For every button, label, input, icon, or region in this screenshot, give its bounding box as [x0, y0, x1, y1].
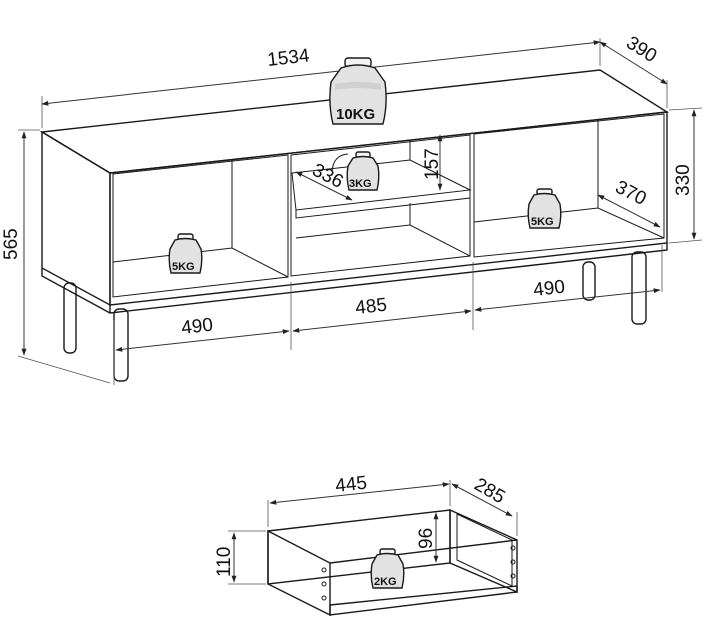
leg-front-right	[631, 251, 647, 325]
drawer	[267, 508, 518, 617]
weight-drawer-label: 2KG	[374, 576, 397, 588]
dim-depth-label: 390	[622, 32, 660, 67]
weight-left-compartment-label: 5KG	[172, 261, 195, 273]
weight-middle-shelf-label: 3KG	[349, 178, 372, 190]
leg-front-left	[113, 308, 129, 382]
drawer-side-panel	[449, 508, 518, 594]
dim-height-body-label: 330	[673, 164, 694, 196]
dim-drawer-height-outer-label: 110	[214, 547, 235, 577]
weight-top: 10KG	[329, 57, 387, 125]
weight-right-compartment-label: 5KG	[531, 216, 554, 228]
dim-height-total-label: 565	[1, 228, 22, 260]
weight-left-compartment: 5KG	[168, 233, 203, 274]
leg-back-right	[582, 261, 596, 301]
weight-middle-shelf: 3KG	[331, 151, 380, 191]
dim-shelf-depth-label: 336	[309, 160, 347, 193]
dim-shelf-height-label: 157	[422, 148, 443, 180]
leg-back-left	[63, 282, 77, 354]
dim-drawer-width-label: 445	[334, 473, 368, 497]
dim-drawer-depth-label: 285	[471, 474, 509, 508]
dim-right-section-label: 490	[532, 277, 566, 301]
dim-drawer-height-inner-label: 96	[416, 528, 437, 549]
weight-drawer: 2KG	[370, 548, 405, 589]
middle-compartment	[290, 134, 471, 277]
drawer-dimensions: 445 285 110 96	[214, 473, 518, 585]
drawer-bottom-edge	[329, 585, 518, 616]
dim-width-label: 1534	[266, 45, 311, 71]
weight-right-compartment: 5KG	[527, 188, 562, 229]
dim-middle-section-label: 485	[354, 295, 388, 319]
dim-left-section-label: 490	[180, 315, 214, 339]
weight-top-label: 10KG	[336, 106, 375, 123]
cabinet-legs	[63, 251, 647, 382]
cabinet-front-face	[41, 130, 111, 307]
left-compartment	[112, 154, 289, 298]
